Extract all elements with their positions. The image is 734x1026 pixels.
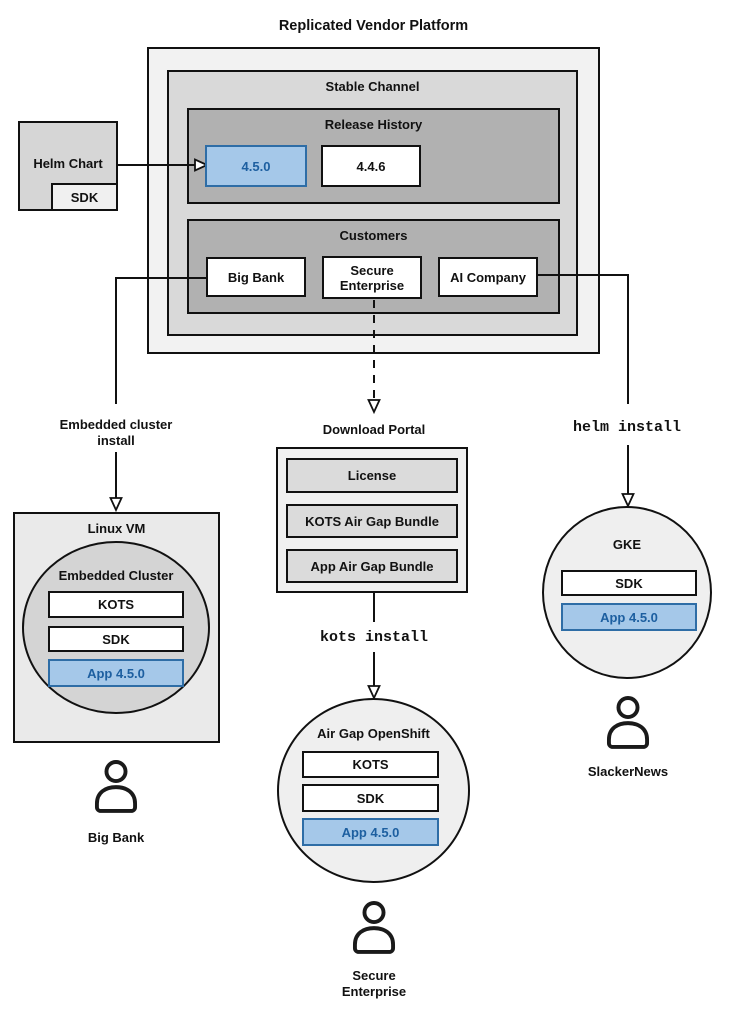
- linux-vm-arrowhead-icon: [109, 497, 123, 513]
- download-portal-kots-bundle: KOTS Air Gap Bundle: [286, 504, 458, 538]
- embedded-install-label-line1: Embedded cluster: [59, 417, 173, 432]
- embedded-cluster-sdk-box: SDK: [48, 626, 184, 652]
- openshift-app-box: App 4.5.0: [302, 818, 439, 846]
- slackernews-person-icon: [606, 696, 650, 749]
- customer-ai-company: AI Company: [438, 257, 538, 297]
- openshift-label: Air Gap OpenShift: [317, 726, 430, 741]
- embedded-install-label: Embedded cluster install: [36, 417, 196, 449]
- embedded-cluster-app-box: App 4.5.0: [48, 659, 184, 687]
- download-portal-license: License: [286, 458, 458, 493]
- stable-channel-label: Stable Channel: [325, 79, 420, 94]
- embedded-install-label-line2: install: [97, 433, 135, 448]
- gke-arrowhead-icon: [621, 493, 635, 509]
- embedded-cluster-kots-box: KOTS: [48, 591, 184, 618]
- secure-enterprise-user-line2: Enterprise: [341, 984, 407, 999]
- customers-label: Customers: [339, 228, 408, 243]
- customer-secure-enterprise: Secure Enterprise: [322, 256, 422, 299]
- slackernews-user-label: SlackerNews: [587, 764, 669, 779]
- download-portal-app-bundle: App Air Gap Bundle: [286, 549, 458, 583]
- secure-enterprise-user-label: Secure Enterprise: [314, 968, 434, 1000]
- embedded-cluster-label: Embedded Cluster: [58, 568, 174, 583]
- kots-install-label: kots install: [319, 629, 429, 646]
- linux-vm-label: Linux VM: [87, 521, 146, 536]
- big-bank-user-label: Big Bank: [87, 830, 145, 845]
- big-bank-person-icon: [94, 760, 138, 813]
- secure-enterprise-user-line1: Secure: [352, 968, 396, 983]
- gke-sdk-box: SDK: [561, 570, 697, 596]
- download-portal-label: Download Portal: [322, 422, 426, 437]
- release-version-previous: 4.4.6: [321, 145, 421, 187]
- helm-install-label: helm install: [572, 419, 682, 436]
- helm-chart-label: Helm Chart: [33, 156, 103, 171]
- gke-label: GKE: [612, 537, 642, 552]
- openshift-kots-box: KOTS: [302, 751, 439, 778]
- release-history-label: Release History: [324, 117, 423, 132]
- secure-enterprise-person-icon: [352, 901, 396, 954]
- release-version-current: 4.5.0: [205, 145, 307, 187]
- openshift-sdk-box: SDK: [302, 784, 439, 812]
- gke-app-box: App 4.5.0: [561, 603, 697, 631]
- customer-big-bank: Big Bank: [206, 257, 306, 297]
- helm-chart-sdk-box: SDK: [51, 183, 118, 211]
- openshift-arrowhead-icon: [367, 685, 381, 701]
- diagram-title: Replicated Vendor Platform: [278, 18, 469, 34]
- download-portal-arrowhead-icon: [367, 399, 381, 415]
